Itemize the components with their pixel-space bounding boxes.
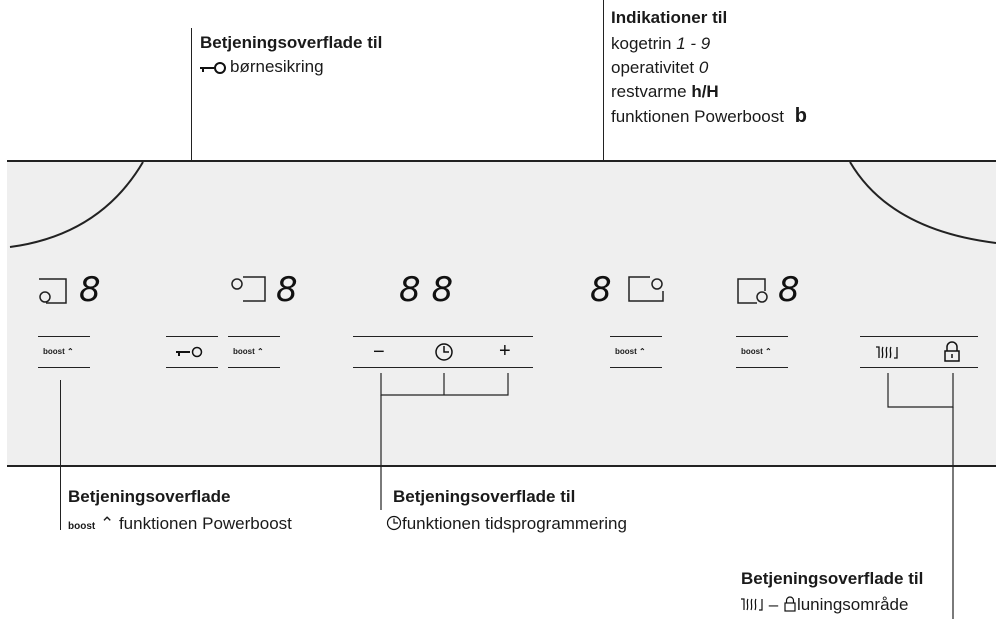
zone3-display: 8 <box>590 270 612 310</box>
zero-glyph: 0 <box>698 58 709 77</box>
lock-button[interactable] <box>942 341 962 363</box>
double-chevron-up-icon: ⌃ <box>257 347 264 356</box>
indications-line3: restvarme h/H <box>611 82 719 101</box>
indications-title: Indikationer til <box>611 8 728 27</box>
timer-line: funktionen tidsprogrammering <box>386 514 627 534</box>
child-lock-title: Betjeningsoverflade til <box>200 33 383 52</box>
child-lock-button[interactable] <box>176 345 208 359</box>
boost-glyph: b <box>794 105 807 127</box>
child-lock-line: børnesikring <box>200 57 324 77</box>
zone1-boost-button[interactable]: boost ⌃ <box>43 347 74 356</box>
minus-button[interactable]: − <box>373 341 385 363</box>
warm-title: Betjeningsoverflade til <box>741 569 924 588</box>
zone-right-rear-icon <box>628 276 664 302</box>
warm-line: – luningsområde <box>740 595 908 615</box>
keep-warm-button[interactable] <box>874 344 900 360</box>
zone-left-rear-icon <box>231 276 266 302</box>
clock-icon <box>386 515 402 531</box>
zone2-display: 8 <box>276 270 298 310</box>
double-chevron-up-icon: ⌃ <box>765 347 772 356</box>
zone4-boost-button[interactable]: boost ⌃ <box>741 347 772 356</box>
boost-title: Betjeningsoverflade <box>68 487 231 506</box>
lock-icon <box>784 596 796 612</box>
zone-left-front-icon <box>39 278 67 304</box>
zone2-boost-button[interactable]: boost ⌃ <box>233 347 264 356</box>
boost-line: boost ⌃ funktionen Powerboost <box>68 514 292 533</box>
residual-heat-glyph: h/H <box>691 82 719 101</box>
range-glyph: 1 - 9 <box>676 34 711 53</box>
indications-line1: kogetrin 1 - 9 <box>611 34 711 53</box>
double-chevron-up-icon: ⌃ <box>639 347 646 356</box>
boost-leader <box>60 380 61 530</box>
key-icon <box>200 61 226 74</box>
zone3-boost-button[interactable]: boost ⌃ <box>615 347 646 356</box>
double-chevron-up-icon: ⌃ <box>99 514 115 533</box>
child-lock-text: børnesikring <box>230 57 324 76</box>
timer-title: Betjeningsoverflade til <box>393 487 576 506</box>
indications-line4: funktionen Powerboost b <box>611 105 807 127</box>
timer-display: 8 8 <box>399 270 454 310</box>
control-panel <box>7 160 996 467</box>
double-chevron-up-icon: ⌃ <box>67 347 74 356</box>
indications-line2: operativitet 0 <box>611 58 709 77</box>
plus-button[interactable]: + <box>499 340 511 362</box>
zone1-display: 8 <box>79 270 101 310</box>
clock-button[interactable] <box>434 342 454 362</box>
zone-right-front-icon <box>737 278 768 304</box>
indications-leader <box>603 0 604 270</box>
keep-warm-icon <box>741 598 763 611</box>
zone4-display: 8 <box>778 270 800 310</box>
